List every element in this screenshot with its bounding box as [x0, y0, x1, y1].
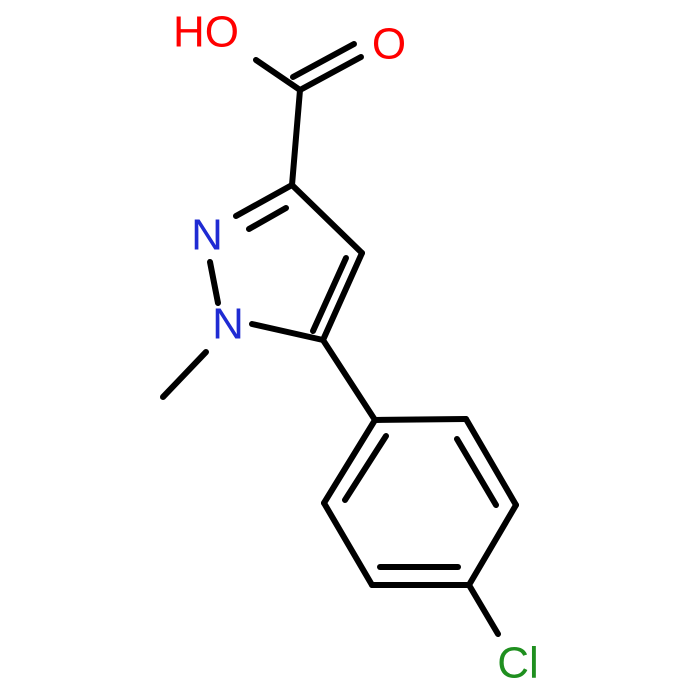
- bond-phenyl-c6-c1-inner: [342, 433, 389, 503]
- bond-ring-c5-n1: [249, 321, 326, 343]
- bond-ring-n2-c3-outer: [233, 182, 295, 219]
- pyrazole-n2-label: N: [191, 211, 223, 260]
- bond-hydroxyl-carbon: [253, 57, 303, 93]
- bond-carboxyl-to-ring: [289, 87, 303, 188]
- bond-phenyl-c6-c1: [321, 417, 378, 506]
- bond-phenyl-c5-c6: [321, 500, 375, 588]
- atom-labels: HO O N N Cl: [173, 8, 539, 688]
- bond-ring-n2-c3-inner: [246, 205, 289, 232]
- bond-ring-n1-n2: [207, 259, 221, 306]
- bond-pyrazole-to-phenyl: [320, 337, 378, 423]
- bond-carbonyl-inner: [290, 41, 357, 80]
- chlorine-label: Cl: [497, 639, 539, 688]
- bond-ring-c4-c5-inner: [310, 255, 349, 334]
- bond-n1-methyl: [160, 349, 209, 400]
- bond-phenyl-c2-c3-inner: [454, 436, 499, 508]
- hydroxyl-label: HO: [173, 8, 239, 57]
- bond-phenyl-c3-c4: [466, 502, 519, 588]
- bond-ring-c3-c4: [289, 182, 365, 256]
- bond-phenyl-c2-c3: [463, 416, 519, 508]
- carbonyl-oxygen-label: O: [372, 20, 406, 69]
- bond-phenyl-c1-c2: [372, 416, 469, 423]
- bond-ring-c4-c5-outer: [320, 250, 365, 343]
- bond-carbonyl-outer: [297, 54, 364, 93]
- pyrazole-n1-label: N: [212, 300, 244, 349]
- bond-phenyl-to-chlorine: [466, 582, 501, 637]
- bond-lines: [160, 41, 519, 637]
